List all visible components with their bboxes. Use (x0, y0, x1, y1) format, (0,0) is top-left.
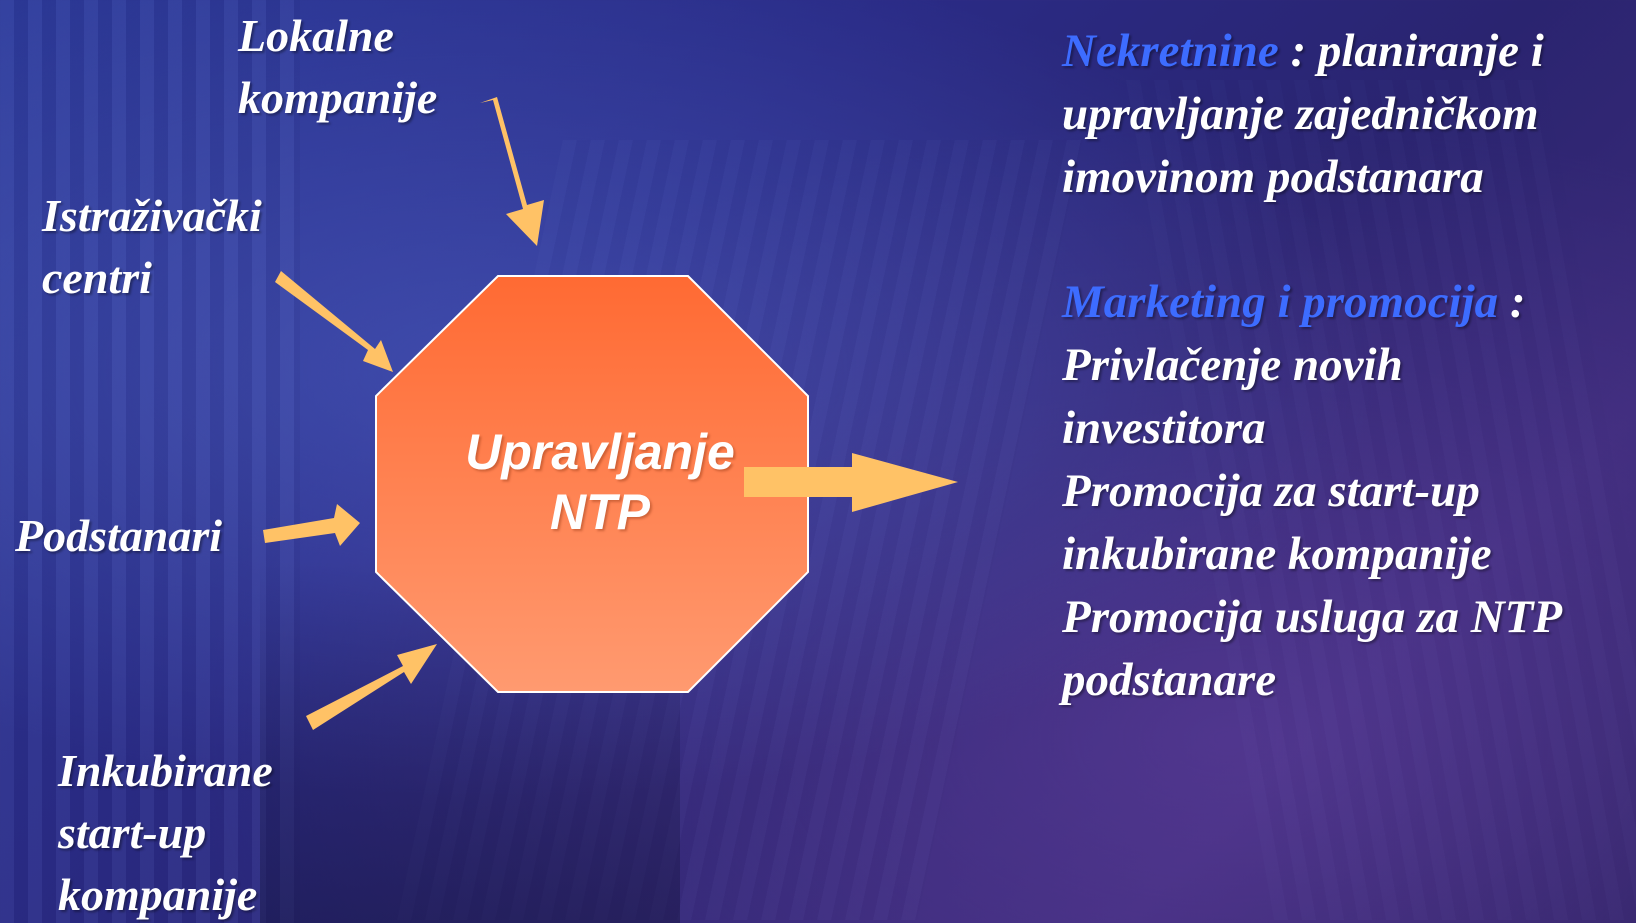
lokalne-line-1: Lokalne (238, 10, 394, 61)
output-panel: Nekretnine : planiranje i upravljanje za… (1062, 20, 1634, 712)
center-title-line-1: Upravljanje (465, 424, 735, 480)
nekretnine-line-2: upravljanje zajedničkom (1062, 88, 1539, 140)
nekretnine-heading: Nekretnine (1062, 25, 1279, 77)
nekretnine-line-3: imovinom podstanara (1062, 151, 1484, 203)
marketing-line-6: podstanare (1062, 654, 1277, 706)
marketing-line-4: inkubirane kompanije (1062, 528, 1492, 580)
inkubirane-line-1: Inkubirane (58, 745, 273, 796)
marketing-line-3: Promocija za start-up (1062, 465, 1480, 517)
output-nekretnine: Nekretnine : planiranje i upravljanje za… (1062, 20, 1634, 209)
arrow-istrazivacki (275, 271, 393, 372)
center-octagon (375, 275, 809, 693)
background-building-left (0, 0, 300, 923)
marketing-line-5: Promocija usluga za NTP (1062, 591, 1563, 643)
arrow-inkubirane (306, 644, 437, 730)
input-label-istrazivacki-centri: Istraživački centri (42, 185, 262, 309)
marketing-line-1: Privlačenje novih (1062, 339, 1403, 391)
arrow-podstanari (263, 504, 360, 546)
istrazivacki-line-2: centri (42, 252, 152, 303)
istrazivacki-line-1: Istraživački (42, 190, 262, 241)
marketing-heading-suffix: : (1498, 276, 1526, 328)
marketing-heading-line: Marketing i promocija : (1062, 271, 1634, 334)
center-title-line-2: NTP (550, 484, 650, 540)
inkubirane-line-3: kompanije (58, 869, 258, 920)
lokalne-line-2: kompanije (238, 72, 438, 123)
nekretnine-text-first: : planiranje i (1278, 25, 1544, 77)
nekretnine-first-line: Nekretnine : planiranje i (1062, 20, 1634, 83)
inkubirane-line-2: start-up (58, 807, 207, 858)
center-title: Upravljanje NTP (380, 422, 820, 542)
input-label-podstanari: Podstanari (15, 505, 222, 567)
marketing-heading: Marketing i promocija (1062, 276, 1499, 328)
podstanari-line-1: Podstanari (15, 510, 223, 561)
output-marketing: Marketing i promocija : Privlačenje novi… (1062, 271, 1634, 712)
marketing-line-2: investitora (1062, 402, 1266, 454)
arrow-output (744, 453, 958, 512)
input-label-lokalne-kompanije: Lokalne kompanije (238, 5, 437, 129)
arrow-lokalne (480, 97, 544, 246)
input-label-inkubirane-start-up-kompanije: Inkubirane start-up kompanije (58, 740, 273, 923)
